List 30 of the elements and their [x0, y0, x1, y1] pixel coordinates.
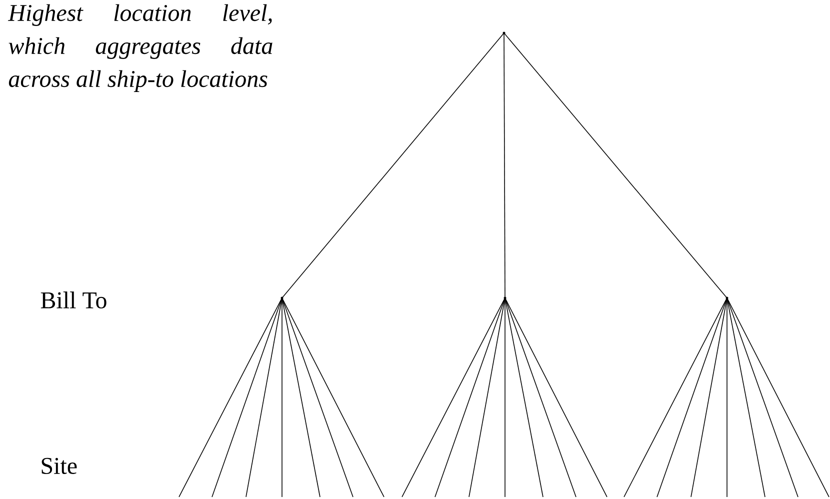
tree-line: [434, 298, 506, 498]
tree-line: [726, 298, 830, 498]
level-label: Site: [42, 458, 77, 474]
tree-line: [282, 298, 320, 498]
tree-line: [504, 298, 506, 498]
tree-line: [178, 298, 282, 498]
tree-line: [504, 32, 506, 298]
tree-line: [726, 298, 798, 498]
branch-point: [726, 296, 728, 300]
level-label: Bill To: [40, 292, 106, 308]
tree-line: [726, 298, 728, 498]
tree-line: [282, 298, 354, 498]
tree-line: [656, 298, 728, 498]
tree-line: [504, 32, 728, 298]
tree-line: [624, 298, 728, 498]
tree-line: [504, 298, 544, 498]
tree-line: [726, 298, 766, 498]
branch-point: [280, 296, 284, 300]
tree-line: [246, 298, 282, 498]
tree-line: [282, 298, 384, 498]
branch-point: [504, 296, 506, 300]
tree-line: [212, 298, 282, 498]
tree-line: [282, 32, 504, 298]
tree-line: [504, 298, 608, 498]
tree-line: [504, 298, 576, 498]
branch-point: [502, 32, 506, 34]
tree-line: [468, 298, 506, 498]
tree-line: [690, 298, 728, 498]
note-text: Highest location level, which aggregates data across all ship-to locations: [8, 4, 272, 92]
tree-line: [402, 298, 506, 498]
